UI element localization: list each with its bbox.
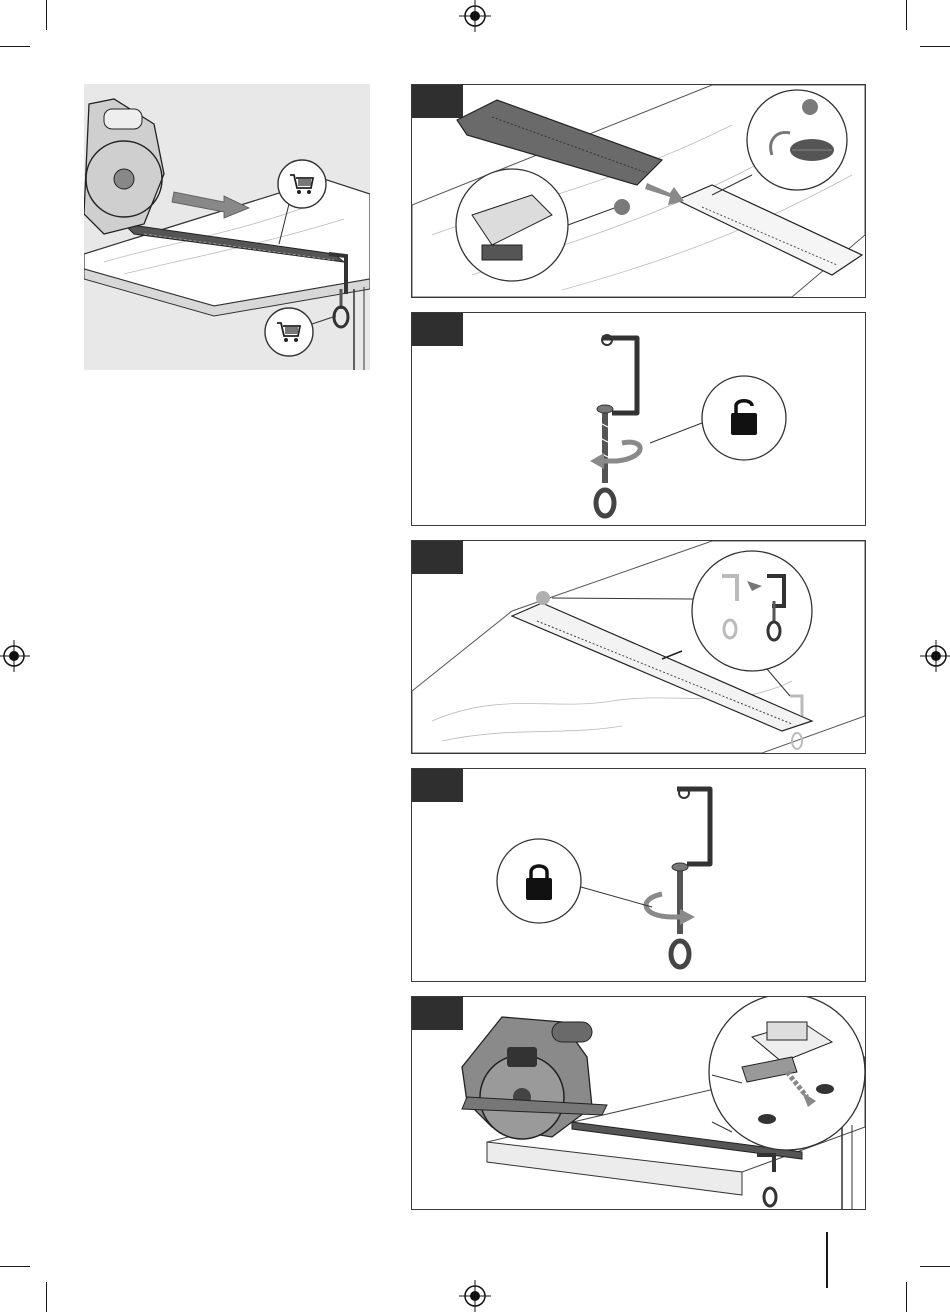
step-tab <box>412 541 463 574</box>
crop-mark <box>0 1266 30 1267</box>
lock-icon <box>523 862 555 902</box>
crop-mark <box>920 1266 950 1267</box>
hero-illustration <box>84 84 370 370</box>
crop-mark <box>920 46 950 47</box>
crop-mark <box>906 1282 907 1312</box>
registration-mark-icon <box>457 0 493 34</box>
page-edge-bar <box>826 1232 828 1288</box>
step-tab <box>412 769 463 802</box>
registration-mark-icon <box>918 638 950 674</box>
unlock-icon <box>728 397 760 437</box>
crop-mark <box>46 0 47 30</box>
crop-mark <box>0 46 30 47</box>
step-tab <box>412 85 463 118</box>
registration-mark-icon <box>0 638 32 674</box>
crop-mark <box>46 1282 47 1312</box>
step-tab <box>412 313 463 346</box>
step-tab <box>412 997 463 1030</box>
shopping-cart-icon <box>288 170 316 198</box>
crop-mark <box>906 0 907 30</box>
step-panel-attach-connector <box>411 84 866 298</box>
registration-mark-icon <box>457 1278 493 1314</box>
step-panel-mount-saw <box>411 996 866 1210</box>
step-panel-fit-clamp <box>411 540 866 754</box>
shopping-cart-icon <box>275 318 303 346</box>
step-panel-lock-clamp <box>411 768 866 982</box>
step-panel-unlock-clamp <box>411 312 866 526</box>
